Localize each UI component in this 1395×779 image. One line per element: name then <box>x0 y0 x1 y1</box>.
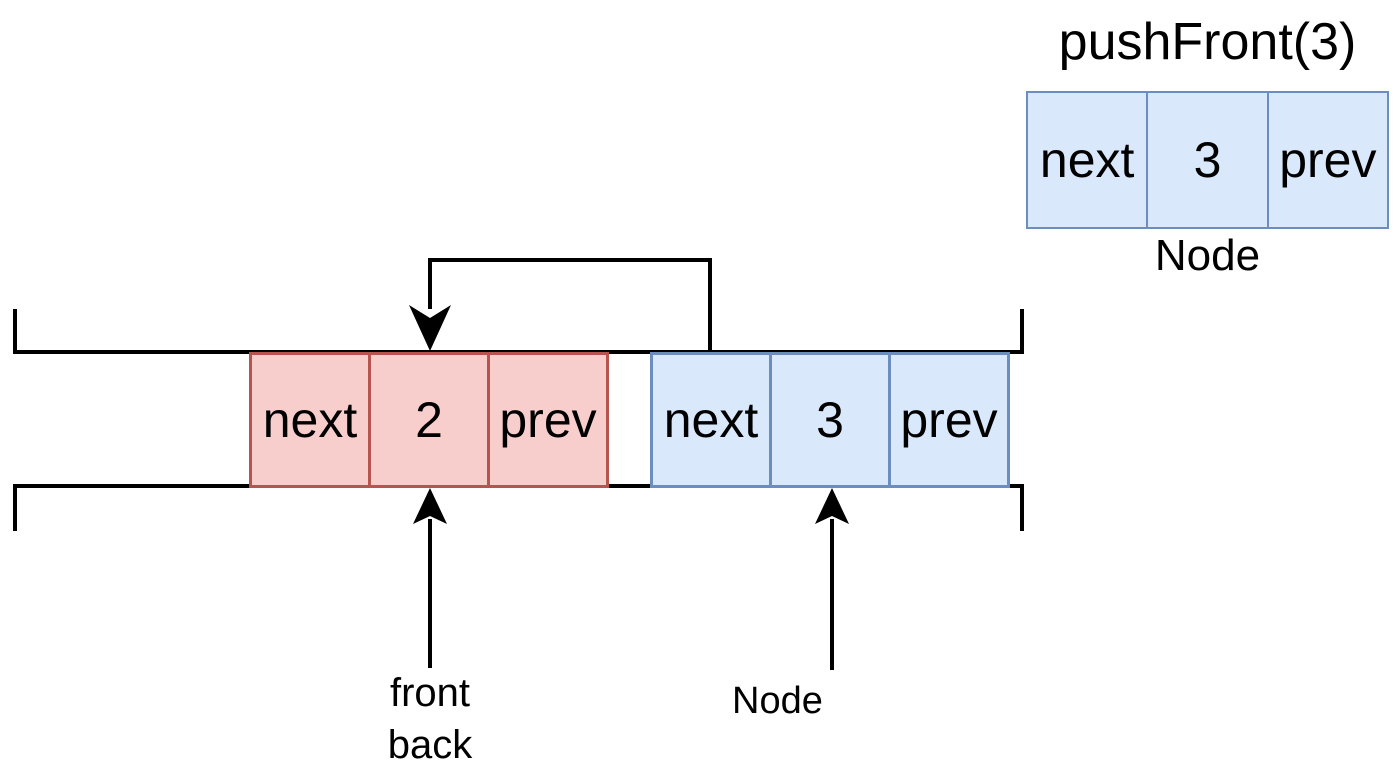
list-bracket-tick-left-top <box>13 309 17 354</box>
list-bracket-tick-right-bottom <box>1020 484 1024 531</box>
next-pointer-arrow <box>409 258 712 352</box>
front-node-value-cell: 2 <box>368 355 487 485</box>
list-bracket-tick-left-bottom <box>13 484 17 531</box>
front-node-prev-cell: prev <box>487 355 606 485</box>
new-node-prev-cell: prev <box>1266 93 1387 227</box>
new-node-value-cell: 3 <box>1146 93 1266 227</box>
node-label: Node <box>732 680 823 722</box>
front-node: next 2 prev <box>249 352 609 488</box>
back-label: back <box>387 723 473 767</box>
front-label: front <box>389 671 471 715</box>
pushfront-title: pushFront(3) <box>1058 13 1357 71</box>
back-node-next-cell: next <box>663 392 759 448</box>
list-bracket-tick-right-top <box>1020 309 1024 354</box>
node-pointer-arrow <box>815 488 849 670</box>
back-node: next 3 prev <box>650 352 1010 488</box>
front-back-pointer-arrow <box>413 488 447 668</box>
new-node: next 3 prev <box>1026 91 1389 229</box>
back-node-value-cell: 3 <box>769 355 888 485</box>
back-node-prev-cell: prev <box>888 355 1007 485</box>
front-node-next-cell: next <box>262 392 358 448</box>
new-node-caption: Node <box>1154 231 1261 280</box>
new-node-next-cell: next <box>1039 132 1135 188</box>
